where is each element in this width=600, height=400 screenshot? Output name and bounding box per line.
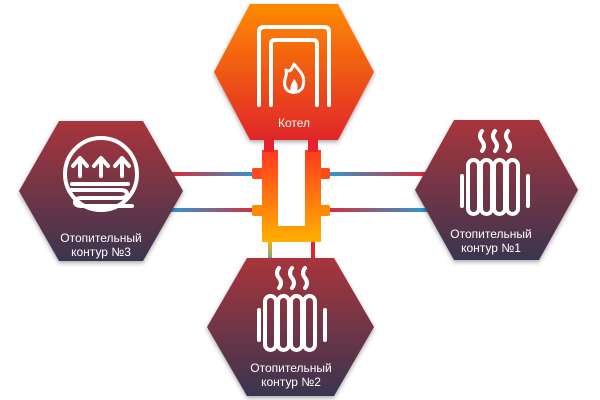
manifold-left-cap — [264, 140, 274, 152]
circuit-3-label-line1: Отопительный — [60, 231, 141, 245]
boiler-hexagon — [214, 4, 374, 140]
manifold — [252, 140, 330, 242]
pipe-circuit3-bottom — [165, 208, 265, 212]
circuit-3-node: Отопительный контур №3 — [19, 121, 183, 261]
underfloor-heating-icon — [63, 136, 139, 212]
circuit-2-label-line1: Отопительный — [250, 361, 331, 375]
pipe-circuit2-right — [311, 240, 315, 270]
pipe-circuit1-top — [318, 172, 433, 176]
circuit-1-node: Отопительный контур №1 — [415, 120, 578, 260]
circuit-2-label-line2: контур №2 — [261, 375, 321, 389]
boiler-node: Котел — [214, 4, 374, 140]
pipe-circuit1-bottom — [318, 208, 433, 212]
manifold-body — [262, 150, 321, 242]
circuit-1-label-line2: контур №1 — [461, 241, 521, 255]
manifold-right-cap — [308, 140, 318, 152]
circuit-1-label-line1: Отопительный — [450, 227, 531, 241]
pipes — [165, 172, 433, 270]
radiator-icon — [257, 266, 327, 352]
circuit-1-hexagon — [415, 120, 578, 260]
flame-furnace-icon — [257, 25, 331, 107]
boiler-label: Котел — [278, 116, 310, 130]
circuit-2-node: Отопительный контур №2 — [207, 258, 374, 396]
circuit-3-label-line2: контур №3 — [71, 245, 131, 259]
radiator-icon — [460, 129, 530, 216]
pipe-circuit3-top — [165, 172, 265, 176]
pipe-circuit2-left — [268, 240, 272, 270]
